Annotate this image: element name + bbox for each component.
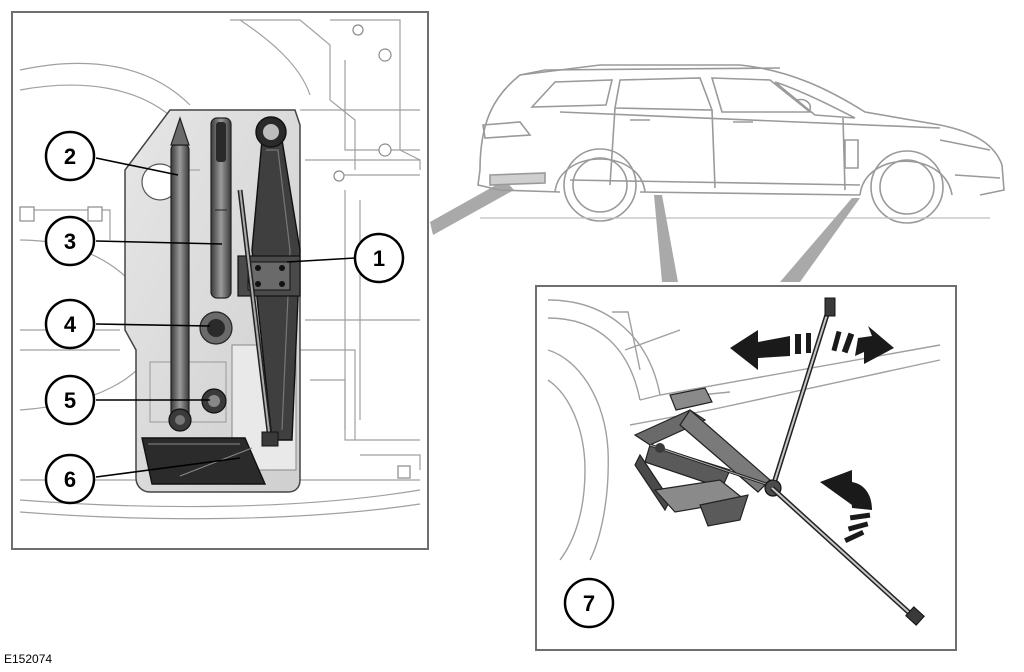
jack-handle-icon <box>770 297 925 626</box>
figure-reference: E152074 <box>4 652 53 666</box>
jack-point-pointer-front <box>654 195 678 282</box>
svg-text:7: 7 <box>583 591 595 616</box>
svg-text:6: 6 <box>64 467 76 492</box>
locking-wheel-nut-adaptor-icon <box>199 311 233 345</box>
body-fixings <box>19 24 411 479</box>
tool-kit-panel: 1 2 3 4 5 6 <box>11 11 429 550</box>
spare-wheel-well-outline <box>19 19 421 520</box>
callout-4: 4 <box>44 298 96 350</box>
callout-leaders <box>95 157 356 478</box>
vehicle-illustration <box>477 64 1005 224</box>
wheel-arch-outline <box>547 299 941 561</box>
svg-text:1: 1 <box>373 246 385 271</box>
wheel-brace-icon <box>168 116 192 432</box>
jacking-panel: 7 <box>535 285 957 651</box>
svg-text:2: 2 <box>64 144 76 169</box>
callout-2: 2 <box>44 130 96 182</box>
scissor-jack-icon <box>633 387 782 527</box>
socket-icon <box>201 388 227 414</box>
warning-triangle-icon <box>141 437 267 485</box>
svg-text:5: 5 <box>64 388 76 413</box>
raise-arrow-icon <box>820 470 872 543</box>
rotate-right-arrow-icon <box>831 326 894 364</box>
callout-3: 3 <box>44 215 96 267</box>
location-pointer-wedge <box>430 180 514 235</box>
jack-icon <box>237 116 301 447</box>
callout-7: 7 <box>563 577 615 629</box>
callout-1: 1 <box>353 232 405 284</box>
callout-6: 6 <box>44 453 96 505</box>
svg-text:4: 4 <box>64 312 77 337</box>
towing-eye-icon <box>210 117 232 299</box>
callout-5: 5 <box>44 374 96 426</box>
rotate-left-arrow-icon <box>730 330 811 370</box>
svg-text:3: 3 <box>64 229 76 254</box>
jack-point-pointer-rear <box>780 198 860 282</box>
